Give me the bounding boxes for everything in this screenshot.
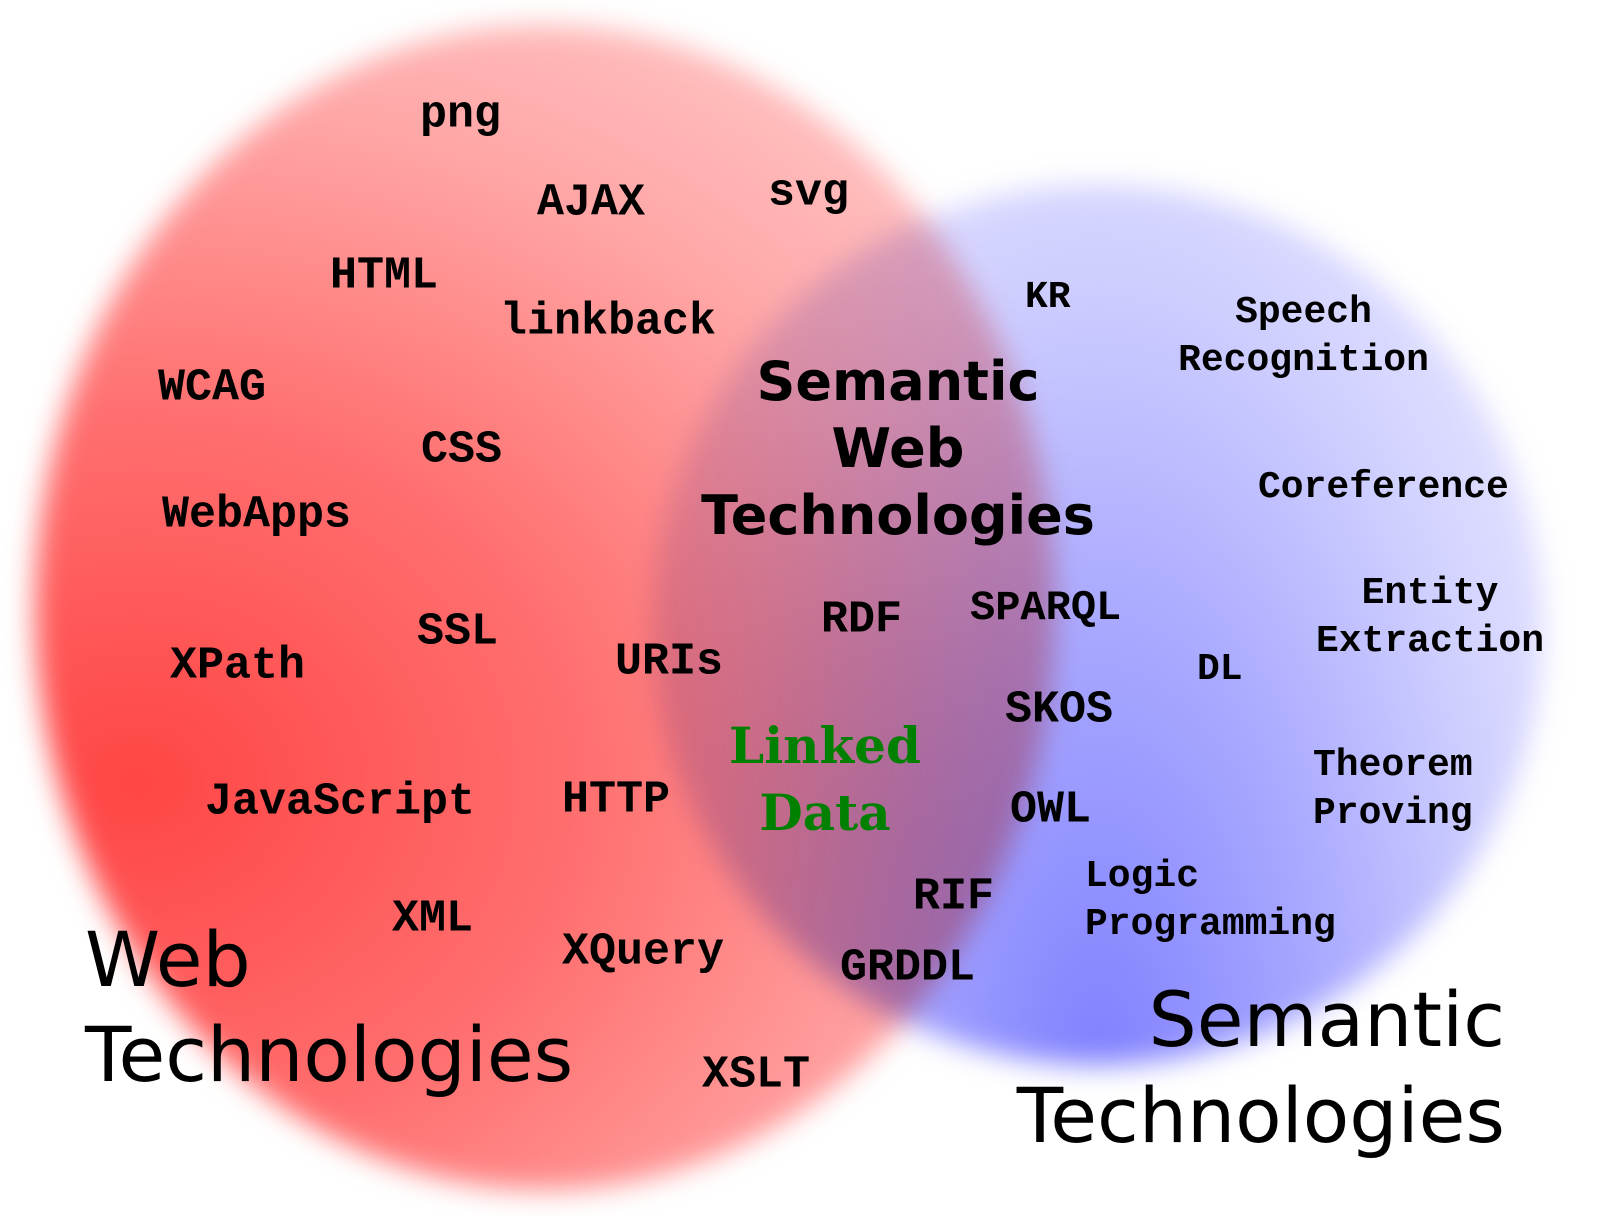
item-xslt: XSLT — [702, 1049, 811, 1101]
item-ajax: AJAX — [537, 177, 646, 229]
item-grddl: GRDDL — [840, 942, 976, 994]
item-line: Entity — [1361, 572, 1499, 615]
item-uris: URIs — [615, 636, 724, 688]
title-line: Web — [831, 417, 965, 480]
item-line: Logic — [1085, 855, 1200, 898]
item-wcag: WCAG — [158, 362, 267, 414]
semantic-technologies-circle — [652, 185, 1544, 1065]
item-webapps: WebApps — [162, 489, 352, 541]
item-xquery: XQuery — [562, 926, 725, 978]
item-css: CSS — [421, 424, 503, 476]
item-rdf: RDF — [821, 594, 903, 646]
item-line: Speech — [1235, 291, 1372, 334]
linked-data-line: Linked — [729, 716, 921, 775]
linked-data-line: Data — [759, 783, 891, 842]
semantic-technologies-label: Semantic Technologies — [1017, 972, 1505, 1164]
item-rif: RIF — [913, 871, 995, 923]
item-line: Recognition — [1178, 339, 1429, 382]
item-http: HTTP — [562, 774, 671, 826]
item-dl: DL — [1197, 648, 1243, 691]
item-coreference: Coreference — [1258, 466, 1509, 509]
web-technologies-label: Web Technologies — [85, 912, 573, 1102]
item-owl: OWL — [1010, 784, 1092, 836]
item-skos: SKOS — [1005, 684, 1114, 736]
title-line: Technologies — [701, 484, 1095, 547]
label-line: Technologies — [85, 1010, 574, 1099]
item-kr: KR — [1025, 276, 1071, 319]
item-xpath: XPath — [170, 640, 306, 692]
item-line: Programming — [1085, 903, 1336, 946]
item-line: Theorem — [1313, 744, 1473, 787]
semantic-web-technologies-title: Semantic Web Technologies — [698, 348, 1098, 549]
item-line: Proving — [1313, 792, 1473, 835]
item-html: HTML — [330, 250, 439, 302]
item-ssl: SSL — [417, 606, 499, 658]
item-svg: svg — [768, 167, 850, 219]
item-javascript: JavaScript — [205, 776, 476, 828]
title-line: Semantic — [756, 350, 1040, 413]
label-line: Semantic — [1148, 975, 1505, 1064]
linked-data-label: Linked Data — [700, 712, 950, 846]
item-linkback: linkback — [500, 296, 717, 348]
item-line: Extraction — [1315, 620, 1545, 663]
label-line: Web — [85, 915, 251, 1004]
item-png: png — [420, 89, 502, 141]
item-xml: XML — [392, 893, 474, 945]
item-sparql: SPARQL — [970, 584, 1122, 632]
label-line: Technologies — [1016, 1071, 1505, 1160]
